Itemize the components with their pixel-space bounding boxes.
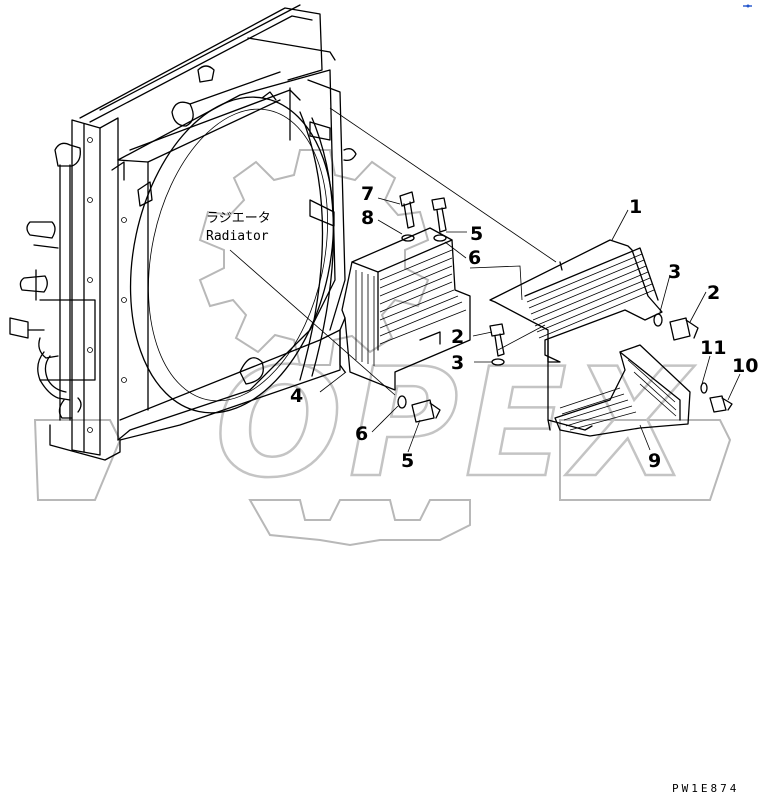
cover-part-4 xyxy=(339,227,471,391)
callout-5b: 5 xyxy=(401,450,414,472)
callout-6a: 6 xyxy=(468,247,481,269)
guard-part-9 xyxy=(554,344,691,437)
radiator-label-jp: ラジエータ xyxy=(206,211,271,226)
callout-9: 9 xyxy=(648,450,661,472)
watermark-text: OPEX xyxy=(215,337,695,511)
callout-5a: 5 xyxy=(470,223,483,245)
callout-2a: 2 xyxy=(707,282,720,304)
callout-3a: 3 xyxy=(668,261,681,283)
callout-10: 10 xyxy=(732,355,758,377)
callout-11: 11 xyxy=(700,337,726,359)
drawing-code: PW1E874 xyxy=(672,782,739,795)
radiator-label-en: Radiator xyxy=(206,229,269,244)
radiator-assembly xyxy=(9,4,357,461)
callout-8: 8 xyxy=(361,207,374,229)
callout-7: 7 xyxy=(361,183,374,205)
callout-6b: 6 xyxy=(355,423,368,445)
corner-mark xyxy=(743,4,752,8)
callout-2b: 2 xyxy=(451,326,464,348)
leader-lines xyxy=(229,107,557,396)
opex-watermark: OPEX xyxy=(33,149,732,547)
radiator-label: ラジエータ Radiator xyxy=(206,211,271,244)
callout-4: 4 xyxy=(290,385,303,407)
callout-leaders xyxy=(319,197,741,453)
guard-part-1 xyxy=(489,239,663,431)
callout-1: 1 xyxy=(629,196,642,218)
fasteners xyxy=(397,191,733,423)
callout-3b: 3 xyxy=(451,352,464,374)
callouts: 1 2 2 3 3 4 5 5 6 6 7 8 9 10 11 xyxy=(290,183,758,472)
